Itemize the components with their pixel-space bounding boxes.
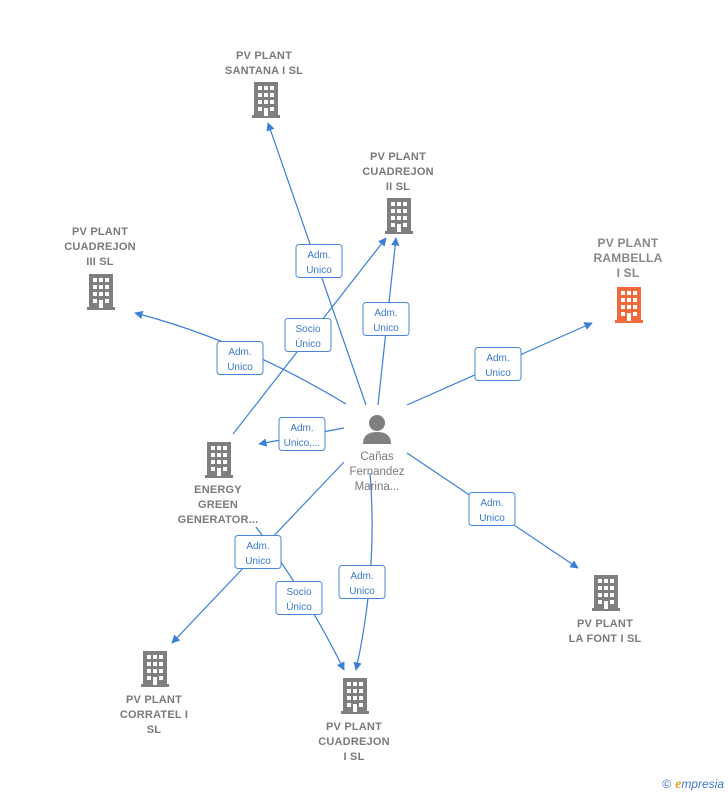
edge-label-box (362, 302, 410, 336)
person-label: Cañas (360, 451, 393, 463)
company-label: PV PLANT (598, 236, 659, 250)
edge-labels-layer: Adm.UnicoAdm.UnicoSocioÚnicoAdm.UnicoAdm… (216, 244, 522, 615)
edge-label-text: Unico (479, 513, 505, 524)
edge-label-e-cuadrejon2[interactable]: Adm. Unico (362, 302, 410, 336)
company-node-cuadrejon2[interactable]: PV PLANT CUADREJON II SL (362, 151, 434, 234)
nodes-layer: PV PLANT SANTANA I SL PV PLANT CUADREJON II … (64, 50, 662, 763)
edge-label-text: Adm. (307, 250, 330, 261)
edge-label-text: Unico (349, 586, 375, 597)
edge-label-e-corratel[interactable]: Adm. Unico (234, 535, 282, 569)
edge-label-e-santana[interactable]: Adm. Unico (295, 244, 343, 278)
edge-label-text: Único (295, 337, 321, 350)
building-icon (252, 82, 280, 118)
company-label: CUADREJON (362, 166, 433, 178)
building-icon (592, 575, 620, 611)
edge-label-box (234, 535, 282, 569)
edge-label-e-energy[interactable]: Adm. Unico,... (278, 417, 326, 451)
company-label: PV PLANT (236, 50, 292, 62)
edge-label-text: Adm. (486, 353, 509, 364)
company-label: PV PLANT (72, 226, 128, 238)
edge-label-box (278, 417, 326, 451)
edge-label-e-cuadrejon3[interactable]: Adm. Unico (216, 341, 264, 375)
edge-label-text: Unico (306, 265, 332, 276)
company-label: III SL (86, 256, 114, 268)
company-label: LA FONT I SL (569, 633, 642, 645)
building-icon (141, 651, 169, 687)
edge-label-e-lafont[interactable]: Adm. Unico (468, 492, 516, 526)
edge-label-text: Adm. (228, 347, 251, 358)
edge-label-text: Unico (227, 362, 253, 373)
edge-label-text: Socio (295, 324, 320, 335)
building-icon (205, 442, 233, 478)
edge-label-text: Adm. (374, 308, 397, 319)
company-label: PV PLANT (370, 151, 426, 163)
edge-label-box (275, 581, 323, 615)
company-label: PV PLANT (126, 694, 182, 706)
edge-label-box (474, 347, 522, 381)
edge-label-text: Unico (485, 368, 511, 379)
company-label: PV PLANT (577, 618, 633, 630)
company-label: GREEN (198, 499, 238, 511)
company-label: II SL (386, 181, 410, 193)
edge-label-text: Adm. (350, 571, 373, 582)
edge-label-text: Unico (373, 323, 399, 334)
company-node-santana[interactable]: PV PLANT SANTANA I SL (225, 50, 303, 118)
building-icon (87, 274, 115, 310)
edge-label-text: Socio (286, 587, 311, 598)
person-node[interactable]: CañasFernandezMarina... (350, 415, 405, 493)
edge-label-box (338, 565, 386, 599)
company-label: GENERATOR... (178, 514, 259, 526)
brand-name: mpresia (681, 777, 724, 791)
company-label: SANTANA I SL (225, 65, 303, 77)
company-label: CUADREJON (318, 736, 389, 748)
building-icon (341, 678, 369, 714)
person-icon (363, 415, 391, 444)
company-node-corratel[interactable]: PV PLANT CORRATEL I SL (120, 651, 188, 736)
person-label: Fernandez (350, 466, 405, 478)
edge-label-box (468, 492, 516, 526)
company-node-energy[interactable]: ENERGY GREEN GENERATOR... (178, 442, 259, 526)
edge-label-text: Adm. (290, 423, 313, 434)
company-label: PV PLANT (326, 721, 382, 733)
company-label: SL (147, 724, 162, 736)
company-label: RAMBELLA (594, 251, 663, 265)
edge-label-text: Unico,... (284, 438, 321, 449)
company-label: ENERGY (194, 484, 242, 496)
edge-label-text: Adm. (480, 498, 503, 509)
company-node-cuadrejon1[interactable]: PV PLANT CUADREJON I SL (318, 678, 390, 763)
empresia-logo-icon: e (675, 777, 682, 792)
copyright-icon: © (662, 777, 672, 791)
edge-label-box (216, 341, 264, 375)
company-node-cuadrejon3[interactable]: PV PLANT CUADREJON III SL (64, 226, 136, 310)
edge-label-e-rambella[interactable]: Adm. Unico (474, 347, 522, 381)
company-label: I SL (344, 751, 365, 763)
edge-label-text: Adm. (246, 541, 269, 552)
edge-label-box (284, 318, 332, 352)
edge-label-e-cuadrejon1[interactable]: Adm. Unico (338, 565, 386, 599)
building-icon (615, 287, 643, 323)
company-label: CUADREJON (64, 241, 135, 253)
edge-label-text: Unico (245, 556, 271, 567)
person-label: Marina... (355, 481, 400, 493)
edge-label-box (295, 244, 343, 278)
building-icon (385, 198, 413, 234)
company-label: I SL (617, 266, 640, 280)
company-node-lafont[interactable]: PV PLANT LA FONT I SL (569, 575, 642, 645)
company-label: CORRATEL I (120, 709, 188, 721)
footer-brand[interactable]: ©empresia (662, 777, 724, 793)
edge-label-text: Único (286, 600, 312, 613)
